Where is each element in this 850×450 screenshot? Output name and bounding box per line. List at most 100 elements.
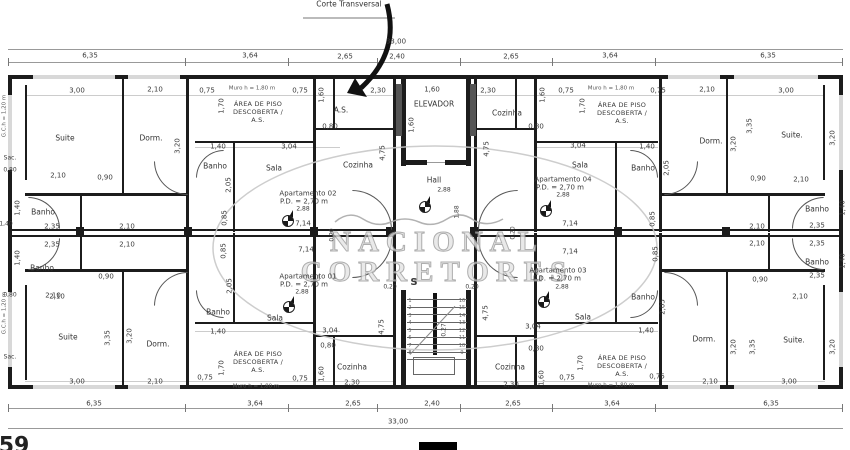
plan-label: 1,60 (424, 85, 440, 94)
window (33, 385, 115, 389)
wall (122, 270, 124, 386)
flag-icon (545, 291, 549, 298)
room-sala-label: Sala (574, 312, 592, 322)
plan-label: 6,35 (760, 51, 776, 60)
dim-line (25, 95, 395, 96)
elevator-wall (401, 160, 427, 165)
window (8, 292, 12, 367)
wall (768, 195, 770, 232)
plan-label: Muro h = 1,80 m (228, 85, 276, 92)
dim-tick (8, 404, 9, 412)
plan-label: 0,90 (98, 272, 114, 281)
plan-label: 1,60 (537, 370, 546, 386)
corte-transversal-label: Corte Transversal (316, 0, 382, 9)
plan-label: 0,75 (649, 372, 665, 381)
wall (470, 227, 479, 237)
plan-label: 0,80 (320, 341, 336, 350)
room-sac-label: Sac. (3, 353, 17, 361)
wall (472, 229, 841, 231)
plan-label: 1,40 (838, 253, 847, 269)
elevator-wall (466, 75, 471, 166)
stair-tread (407, 344, 467, 345)
plan-label: 0,75 (558, 86, 574, 95)
dim-tick (552, 404, 553, 412)
plan-label: 2,35 (44, 240, 60, 249)
plan-label: 0,80 (322, 122, 338, 131)
stair-tread (407, 329, 467, 330)
plan-label: 3,64 (247, 399, 263, 408)
dim-tick (655, 404, 656, 412)
room-banho-label: Banho (631, 163, 655, 173)
plan-label: 3,04 (570, 141, 586, 150)
wall (315, 335, 395, 337)
level-marker (540, 200, 552, 217)
window (128, 75, 180, 79)
plan-label: 2,05 (658, 299, 667, 315)
plan-label: 33,00 (385, 37, 407, 46)
wall (25, 193, 188, 196)
wall (472, 235, 841, 237)
watermark-line2: CORRETORES (300, 256, 574, 289)
plan-label: 2,10 (793, 175, 809, 184)
plan-label: 0,20 (465, 283, 479, 291)
dim-line (8, 49, 843, 50)
room-dorm-label: Dorm. (699, 136, 723, 146)
plan-label: 4,75 (482, 141, 491, 157)
wall (184, 227, 192, 237)
plan-label: 2,88 (555, 283, 569, 291)
flag-icon (547, 200, 551, 207)
plan-label: 0,75 (199, 86, 215, 95)
room-banho-label: Banho (203, 161, 227, 171)
wall (186, 79, 189, 232)
plan-label: 0,75 (292, 86, 308, 95)
window (8, 95, 12, 170)
plan-label: 2,40 (389, 52, 405, 61)
dim-tick (377, 404, 378, 412)
room-suite-label: Suite. (781, 130, 803, 140)
plan-label: 3,20 (729, 339, 738, 355)
room-cozinha-label: Cozinha (343, 160, 373, 170)
plan-label: 7,14 (295, 219, 311, 228)
plan-label: 3,04 (525, 322, 541, 331)
level-marker (282, 210, 294, 227)
plan-label: 1,88 (453, 205, 461, 219)
plan-label: 2,10 (749, 239, 765, 248)
plan-label: 7,14 (562, 247, 578, 256)
plan-label: 0,90 (750, 174, 766, 183)
plan-label: 3,35 (745, 118, 754, 134)
wall (839, 75, 843, 389)
wall (195, 322, 315, 324)
plan-label: 1,60 (317, 87, 326, 103)
plan-label: 1,40 (638, 326, 654, 335)
room-banho-label: Banho (805, 257, 829, 267)
area-piso-label: ÁREA DE PISO DESCOBERTA / A.S. (596, 353, 648, 379)
plan-label: 2,88 (296, 205, 310, 213)
plan-label: 1,70 (217, 360, 226, 376)
plan-label: 2,65 (505, 399, 521, 408)
dim-tick (288, 404, 289, 412)
plan-label: 3,00 (778, 86, 794, 95)
plan-label: 1,60 (317, 366, 326, 382)
plan-label: 0,75 (559, 373, 575, 382)
plan-label: 11 (458, 334, 466, 341)
elevator-door-sill (427, 162, 445, 163)
wall (535, 322, 658, 324)
room-dorm-label: Dorm. (692, 334, 716, 344)
wall (474, 79, 477, 232)
apt-04-label: Apartamento 04 (534, 175, 592, 184)
plan-label: 2,30 (480, 86, 496, 95)
window (839, 95, 843, 170)
wall (534, 233, 537, 386)
wall (8, 75, 12, 389)
dim-tick (377, 58, 378, 66)
level-circle-icon (538, 296, 550, 308)
plan-label: 16 (458, 297, 466, 304)
plan-label: 0,75 (650, 86, 666, 95)
plan-label: P.D. = 2,70 m (280, 280, 328, 289)
stair-landing (413, 357, 455, 375)
structural-column (396, 84, 402, 136)
plan-label: 2,65 (345, 399, 361, 408)
plan-label: 1,70 (576, 355, 585, 371)
plan-label: 1,40 (13, 200, 22, 216)
